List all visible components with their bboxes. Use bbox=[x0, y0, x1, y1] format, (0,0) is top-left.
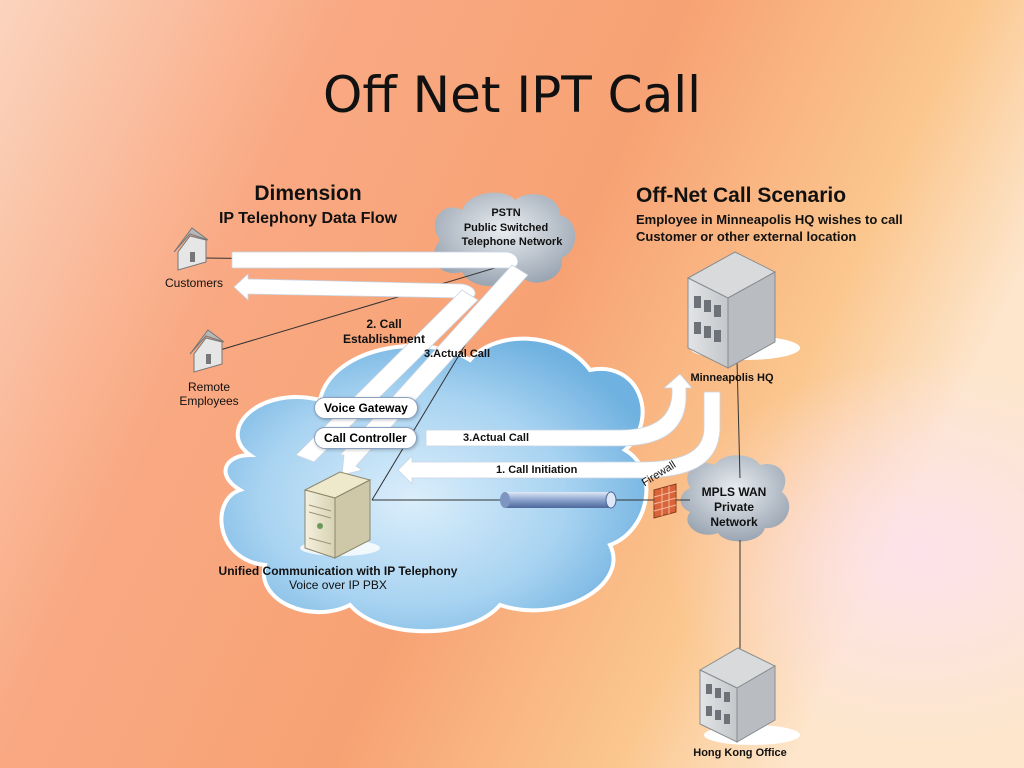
voice-gateway-node[interactable]: Voice Gateway bbox=[314, 397, 418, 419]
pstn-label-2: Public Switched bbox=[463, 222, 549, 234]
flow-arrows bbox=[231, 251, 721, 485]
customers-label: Customers bbox=[164, 276, 224, 290]
mpls-label-2: Private bbox=[713, 500, 755, 514]
mpls-cloud bbox=[680, 455, 790, 542]
call-controller-node[interactable]: Call Controller bbox=[314, 427, 417, 449]
remote-label-2: Employees bbox=[179, 394, 239, 408]
pstn-label-1: PSTN bbox=[491, 207, 521, 219]
firewall-icon bbox=[653, 483, 677, 519]
customers-house-icon bbox=[173, 227, 209, 271]
remote-employees-house-icon bbox=[189, 329, 225, 373]
call-initiation-label: 1. Call Initiation bbox=[496, 464, 578, 476]
hong-kong-building bbox=[698, 647, 800, 745]
left-heading-title: Dimension bbox=[254, 182, 362, 205]
mpls-label-3: Network bbox=[710, 515, 758, 529]
pbx-label-2: Voice over IP PBX bbox=[289, 578, 387, 592]
call-establishment-label-1: 2. Call bbox=[366, 317, 402, 331]
remote-label-1: Remote bbox=[187, 380, 231, 394]
hong-kong-label: Hong Kong Office bbox=[693, 747, 787, 759]
minneapolis-label: Minneapolis HQ bbox=[690, 372, 774, 384]
actual-call-label-b: 3.Actual Call bbox=[463, 432, 530, 444]
minneapolis-hq-building bbox=[686, 251, 800, 369]
left-heading-subtitle: IP Telephony Data Flow bbox=[218, 210, 398, 227]
mpls-label-1: MPLS WAN bbox=[701, 485, 767, 499]
right-heading-title: Off-Net Call Scenario bbox=[636, 184, 847, 207]
actual-call-label-a: 3.Actual Call bbox=[424, 348, 491, 360]
right-heading-line2: Customer or other external location bbox=[636, 229, 857, 244]
right-heading-line1: Employee in Minneapolis HQ wishes to cal… bbox=[636, 212, 903, 227]
pstn-label-3: Telephone Network bbox=[461, 236, 563, 248]
call-establishment-label-2: Establishment bbox=[342, 332, 426, 346]
page-title: Off Net IPT Call bbox=[322, 66, 702, 124]
wan-pipe bbox=[500, 491, 617, 509]
pbx-server-icon bbox=[300, 471, 380, 559]
pbx-label-1: Unified Communication with IP Telephony bbox=[218, 564, 458, 578]
